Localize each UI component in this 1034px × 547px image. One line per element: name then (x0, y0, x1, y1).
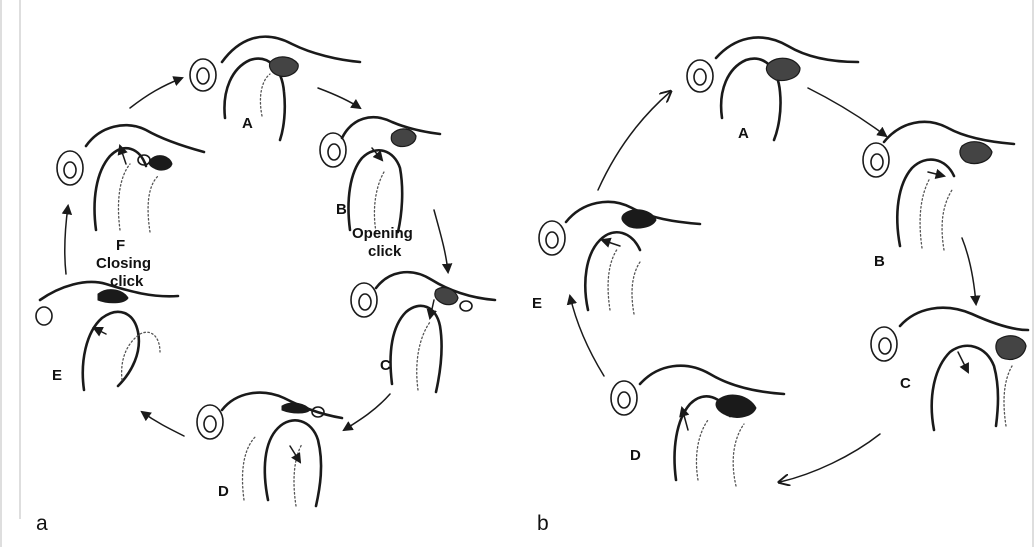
stage-label-a-d: D (218, 483, 229, 500)
joint-stage-c-b (871, 308, 1028, 430)
stage-label-b-a: A (738, 125, 749, 142)
stage-label-b-e: E (532, 295, 542, 312)
opening-click-label-line2: click (368, 243, 402, 260)
panel-label-b: b (537, 512, 549, 535)
opening-click-label-line1: Opening (352, 225, 413, 242)
cycle-arrows-b (570, 88, 976, 482)
panel-label-a: a (36, 512, 48, 535)
stage-label-a-e: E (52, 367, 62, 384)
joint-stage-b-a (687, 37, 858, 140)
joint-stage-f (57, 125, 204, 232)
joint-stage-e-b (539, 202, 700, 314)
joint-stage-c (351, 272, 495, 392)
stage-label-b-d: D (630, 447, 641, 464)
panel-a: A B C D E F Closing click Opening click … (36, 37, 495, 535)
stage-label-a-b: B (336, 201, 347, 218)
stage-label-b-b: B (874, 253, 885, 270)
stage-label-a-f: F (116, 237, 125, 254)
stage-label-a-a: A (242, 115, 253, 132)
closing-click-label-line1: Closing (96, 255, 151, 272)
joint-stage-b-b (863, 122, 1014, 250)
joint-stage-d-b (611, 366, 784, 486)
closing-click-label-line2: click (110, 273, 144, 290)
joint-stage-a (190, 37, 360, 140)
stage-label-a-c: C (380, 357, 391, 374)
panel-b: A B C D E b (532, 37, 1028, 535)
stage-label-b-c: C (900, 375, 911, 392)
